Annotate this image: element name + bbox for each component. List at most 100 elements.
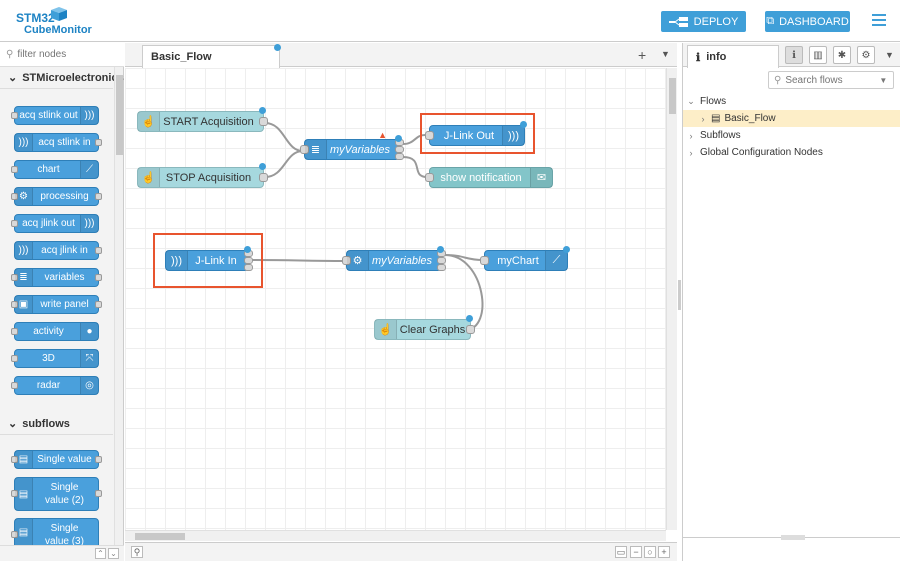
palette-subflow-single-value[interactable]: ▤ Single value <box>11 450 102 469</box>
gear-icon[interactable]: ⚙ <box>857 46 875 64</box>
palette-node-3d[interactable]: 3D ⤧ <box>11 349 99 368</box>
output-port-2[interactable] <box>437 257 446 264</box>
chevron-down-icon: ⌄ <box>687 96 695 106</box>
gear-icon: ⚙ <box>15 188 33 205</box>
expand-all-icon[interactable]: ⌄ <box>108 548 119 559</box>
output-port[interactable] <box>466 325 475 334</box>
deploy-button[interactable]: DEPLOY <box>661 11 746 32</box>
stop-acquisition-node[interactable]: ☝ STOP Acquisition <box>137 163 268 188</box>
myvariables-node-2[interactable]: ⚙ myVariables <box>342 246 446 271</box>
sidebar-divider[interactable] <box>683 535 900 540</box>
tree-item-global-config[interactable]: › Global Configuration Nodes <box>683 144 900 161</box>
zoom-reset-icon[interactable]: ○ <box>644 546 656 558</box>
changed-indicator <box>466 315 473 322</box>
info-tab-icon[interactable]: ℹ <box>785 46 803 64</box>
zoom-out-icon[interactable]: − <box>630 546 642 558</box>
tab-info[interactable]: ℹ info <box>687 45 779 68</box>
bug-icon[interactable]: ✱ <box>833 46 851 64</box>
palette-scrollbar[interactable] <box>114 67 123 545</box>
sidebar-menu-chevron-icon[interactable]: ▼ <box>885 50 894 60</box>
palette-node-variables[interactable]: ≣ variables <box>11 268 102 287</box>
palette-node-label: acq jlink out <box>22 218 75 229</box>
tree-item-flows[interactable]: ⌄ Flows <box>683 93 900 110</box>
book-icon[interactable]: ▥ <box>809 46 827 64</box>
info-icon: ℹ <box>696 51 701 64</box>
input-port <box>11 220 18 227</box>
app-header: STM32 CubeMonitor DEPLOY ⧉ DASHBOARD <box>0 0 900 42</box>
palette-node-acq-stlink-in[interactable]: ))) acq stlink in <box>14 133 102 152</box>
output-port-3[interactable] <box>244 264 253 271</box>
output-port-3[interactable] <box>437 264 446 271</box>
stm32-cubemonitor-logo: STM32 CubeMonitor <box>14 6 94 38</box>
palette-node-write-panel[interactable]: ▣ write panel <box>11 295 102 314</box>
chart-icon: ⟋ <box>80 161 98 178</box>
wireless-icon: ))) <box>15 242 33 259</box>
palette-node-processing[interactable]: ⚙ processing <box>11 187 102 206</box>
jlink-in-node[interactable]: ))) J-Link In <box>165 246 253 271</box>
input-port[interactable] <box>425 173 434 182</box>
input-port[interactable] <box>480 256 489 265</box>
palette-node-label: activity <box>33 326 64 337</box>
filter-nodes-input[interactable] <box>17 49 118 60</box>
node-palette: ⚲ ⌄ STMicroelectronics acq stlink out ))… <box>0 43 124 561</box>
myvariables-node-1[interactable]: ≣ myVariables ▲ <box>300 130 404 160</box>
output-port[interactable] <box>259 117 268 126</box>
deploy-label: DEPLOY <box>693 15 739 28</box>
input-port[interactable] <box>300 145 309 154</box>
canvas-horizontal-scrollbar[interactable] <box>125 530 666 541</box>
tab-basic-flow[interactable]: Basic_Flow <box>142 44 281 68</box>
tree-item-basic-flow[interactable]: › ▤ Basic_Flow <box>683 110 900 127</box>
add-tab-icon[interactable]: + <box>638 47 647 63</box>
clear-graphs-node[interactable]: ☝ Clear Graphs <box>374 315 475 340</box>
wireless-icon: ))) <box>15 134 33 151</box>
palette-subflow-single-value-2[interactable]: ▤ Single value (2) <box>11 477 102 511</box>
mychart-node[interactable]: myChart ⟋ <box>480 246 570 271</box>
output-port <box>95 139 102 146</box>
palette-node-acq-jlink-out[interactable]: acq jlink out ))) <box>11 214 99 233</box>
input-port <box>11 274 18 281</box>
sidebar-resize-handle[interactable] <box>678 280 681 310</box>
chevron-down-icon: ⌄ <box>8 72 18 84</box>
output-port[interactable] <box>259 173 268 182</box>
palette-node-acq-jlink-in[interactable]: ))) acq jlink in <box>14 241 102 260</box>
search-icon[interactable]: ⚲ <box>131 546 143 558</box>
category-stmicroelectronics[interactable]: ⌄ STMicroelectronics <box>0 67 124 89</box>
search-flows-input[interactable] <box>785 74 876 86</box>
changed-indicator <box>437 246 444 253</box>
external-link-icon: ⧉ <box>766 15 775 27</box>
palette-node-activity[interactable]: activity ● <box>11 322 99 341</box>
workspace-footer: ⚲ ▭ − ○ + <box>125 542 677 561</box>
palette-node-chart[interactable]: chart ⟋ <box>11 160 99 179</box>
dashboard-button[interactable]: ⧉ DASHBOARD <box>765 11 850 32</box>
palette-node-radar[interactable]: radar ◎ <box>11 376 99 395</box>
search-flows-box: ⚲ ▼ <box>768 71 894 89</box>
sidebar-tabs: ℹ info ℹ ▥ ✱ ⚙ ▼ <box>683 43 900 68</box>
hamburger-menu-icon[interactable] <box>872 14 886 26</box>
output-port-3[interactable] <box>395 153 404 160</box>
category-subflows[interactable]: ⌄ subflows <box>0 413 113 435</box>
input-port <box>11 355 18 362</box>
chevron-right-icon: › <box>701 113 705 124</box>
collapse-all-icon[interactable]: ⌃ <box>95 548 106 559</box>
palette-node-acq-stlink-out[interactable]: acq stlink out ))) <box>11 106 99 125</box>
zoom-in-icon[interactable]: + <box>658 546 670 558</box>
input-port[interactable] <box>425 131 434 140</box>
chevron-down-icon[interactable]: ▼ <box>879 75 888 85</box>
selection-highlight-jlink-in <box>153 233 263 288</box>
node-label: START Acquisition <box>163 115 254 128</box>
canvas-vertical-scrollbar[interactable] <box>666 68 677 530</box>
map-icon[interactable]: ▭ <box>615 546 627 558</box>
output-port-2[interactable] <box>395 146 404 153</box>
tab-menu-chevron-icon[interactable]: ▼ <box>661 49 670 59</box>
show-notification-node[interactable]: show notification ✉ <box>425 167 553 188</box>
output-port-2[interactable] <box>244 257 253 264</box>
node-label: myVariables <box>371 254 433 267</box>
logo-text-line1: STM32 <box>16 11 55 25</box>
flow-canvas[interactable]: ☝ START Acquisition ☝ STOP Acquisition ≣… <box>125 68 666 530</box>
tree-item-subflows[interactable]: › Subflows <box>683 127 900 144</box>
cube-logo-icon <box>51 7 67 21</box>
jlink-out-node[interactable]: J-Link Out ))) <box>425 121 527 146</box>
input-port <box>11 166 18 173</box>
start-acquisition-node[interactable]: ☝ START Acquisition <box>137 107 268 132</box>
input-port[interactable] <box>342 256 351 265</box>
